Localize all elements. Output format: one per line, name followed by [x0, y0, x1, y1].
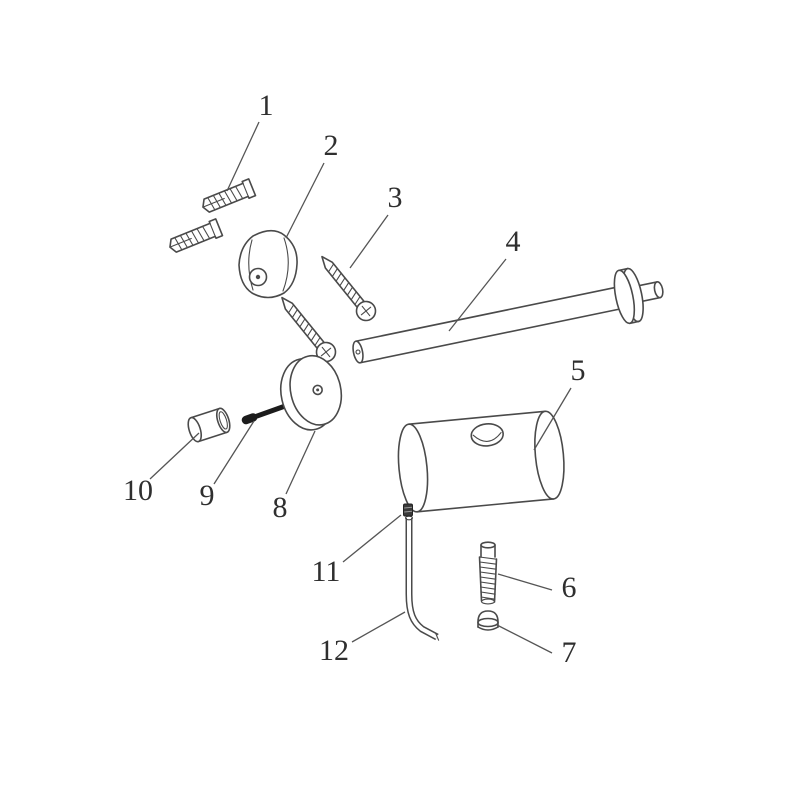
part-1-wall-anchor-a	[198, 178, 257, 217]
leader-8	[285, 430, 316, 495]
callout-10: 10	[123, 474, 153, 507]
part-2-mounting-bracket	[238, 229, 298, 299]
part-3-screw-b	[273, 290, 341, 367]
part-6-threaded-stud	[478, 541, 498, 605]
part-5-post-cylinder	[397, 410, 565, 513]
callout-1: 1	[259, 89, 274, 122]
callout-9: 9	[200, 479, 215, 512]
leader-10	[149, 432, 200, 480]
leader-5	[533, 387, 572, 451]
part-9-pin-screw	[241, 402, 291, 425]
callout-12: 12	[319, 634, 349, 667]
callout-6: 6	[562, 571, 577, 604]
leader-11	[342, 514, 402, 563]
part-11-set-screw	[403, 503, 413, 517]
callout-2: 2	[324, 129, 339, 162]
part-4-bar-tube	[352, 267, 664, 364]
part-3-screw-a	[313, 249, 381, 326]
leader-6	[497, 573, 553, 591]
leader-3	[349, 214, 389, 269]
part-7-cap-foot	[477, 610, 499, 631]
callout-4: 4	[506, 225, 521, 258]
callout-11: 11	[312, 555, 341, 588]
leader-1	[226, 121, 260, 192]
leader-12	[351, 611, 406, 643]
callout-7: 7	[562, 636, 577, 669]
part-8-flange-disc	[279, 354, 343, 431]
callout-3: 3	[388, 181, 403, 214]
leader-7	[496, 624, 553, 654]
leader-2	[285, 162, 325, 239]
part-1-wall-anchor-b	[165, 218, 224, 257]
part-12-allen-key	[404, 515, 440, 641]
callout-8: 8	[273, 491, 288, 524]
leader-9	[213, 420, 255, 485]
callout-5: 5	[571, 354, 586, 387]
leader-4	[448, 258, 507, 332]
part-10-cap-cylinder	[187, 407, 231, 443]
